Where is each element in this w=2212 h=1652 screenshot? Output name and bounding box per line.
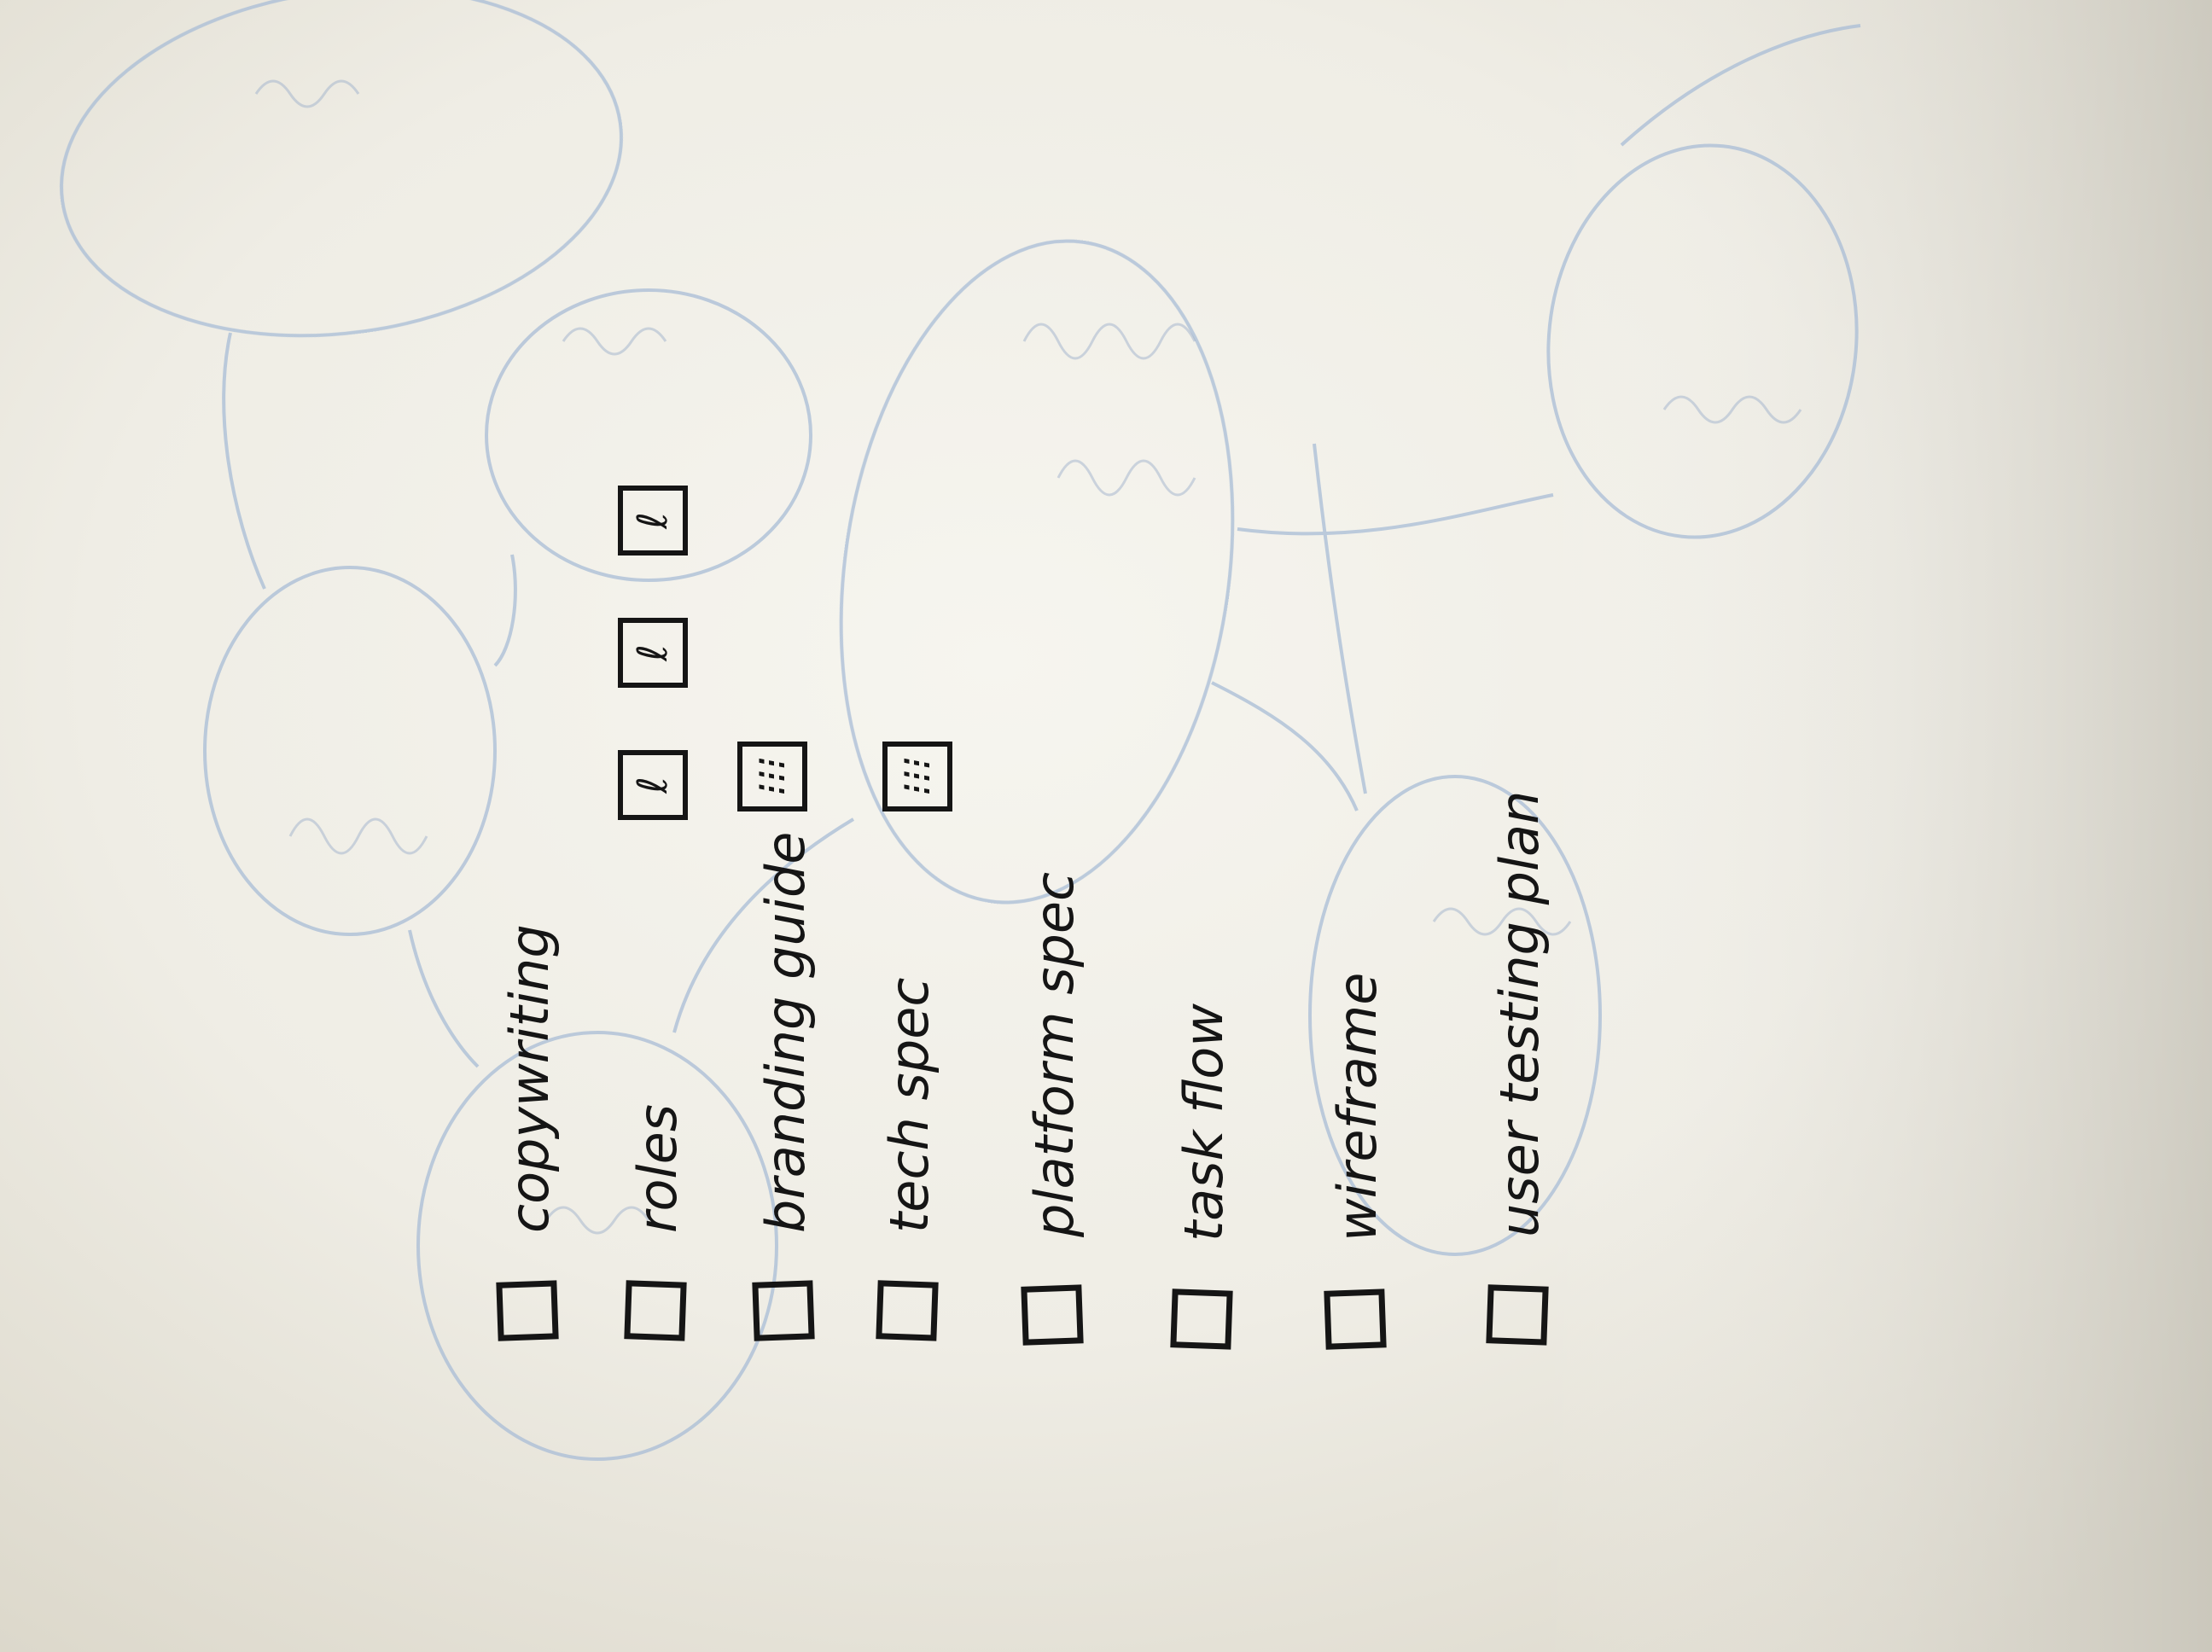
ghost-connector-3: [408, 929, 480, 1068]
ghost-connector-7: [1620, 24, 1861, 147]
ghost-connector-5: [1211, 681, 1359, 811]
ghost-connector-1: [222, 332, 266, 590]
checklist: copywriting roles branding guide tech spec p…: [496, 791, 1551, 1350]
badge-box: [882, 742, 952, 811]
ghost-connector-6: [1237, 493, 1554, 536]
checklist-checkbox[interactable]: [496, 1280, 559, 1341]
ghost-bubble-lower-left: [416, 1031, 778, 1461]
checklist-item-label: tech spec: [878, 978, 940, 1233]
checklist-checkbox[interactable]: [1021, 1284, 1084, 1346]
ghost-connector-4: [672, 817, 855, 1033]
badge-box: [618, 618, 688, 688]
ghost-connector-8: [1313, 443, 1367, 794]
ghost-bubble-upper: [485, 288, 812, 582]
ghost-bubble-center: [839, 239, 1235, 905]
checklist-checkbox[interactable]: [752, 1280, 815, 1341]
checklist-item-label: wireframe: [1326, 973, 1388, 1242]
badge-glyph: ℓ: [629, 644, 677, 662]
checklist-checkbox[interactable]: [1486, 1284, 1549, 1346]
badge-box: [618, 750, 688, 820]
checklist-item-label: task flow: [1173, 1003, 1235, 1242]
checklist-item-label: user testing plan: [1488, 791, 1551, 1237]
badge-glyph: ⁝⁝⁝: [894, 757, 941, 796]
checklist-item-label: copywriting: [498, 924, 561, 1233]
show-through-mind-map: [60, 0, 1861, 1461]
show-through-scribbles: [254, 79, 1802, 1235]
checklist-item-label: platform spec: [1023, 872, 1086, 1238]
paper-shade: [1536, 0, 2212, 1652]
ghost-connector-2: [493, 554, 517, 667]
ghost-bubble-right: [1546, 143, 1859, 539]
badge-grid: ℓ ℓ ℓ ⁝⁝⁝ ⁝⁝⁝: [618, 486, 952, 820]
checklist-item-label: branding guide: [754, 832, 817, 1233]
badge-box: [618, 486, 688, 556]
badge-glyph: ⁝⁝⁝: [748, 757, 796, 796]
badge-glyph: ℓ: [629, 512, 677, 530]
checklist-item-label: roles: [626, 1104, 689, 1233]
checklist-checkbox[interactable]: [1170, 1288, 1233, 1350]
ghost-bubble-lower-center: [1308, 775, 1602, 1256]
checklist-checkbox[interactable]: [624, 1280, 687, 1341]
checklist-checkbox[interactable]: [876, 1280, 939, 1341]
badge-glyph: ℓ: [629, 777, 677, 794]
checklist-checkbox[interactable]: [1324, 1288, 1387, 1350]
ghost-bubble-left: [203, 566, 497, 936]
ghost-bubble-top: [60, 0, 623, 338]
badge-box: [737, 742, 807, 811]
